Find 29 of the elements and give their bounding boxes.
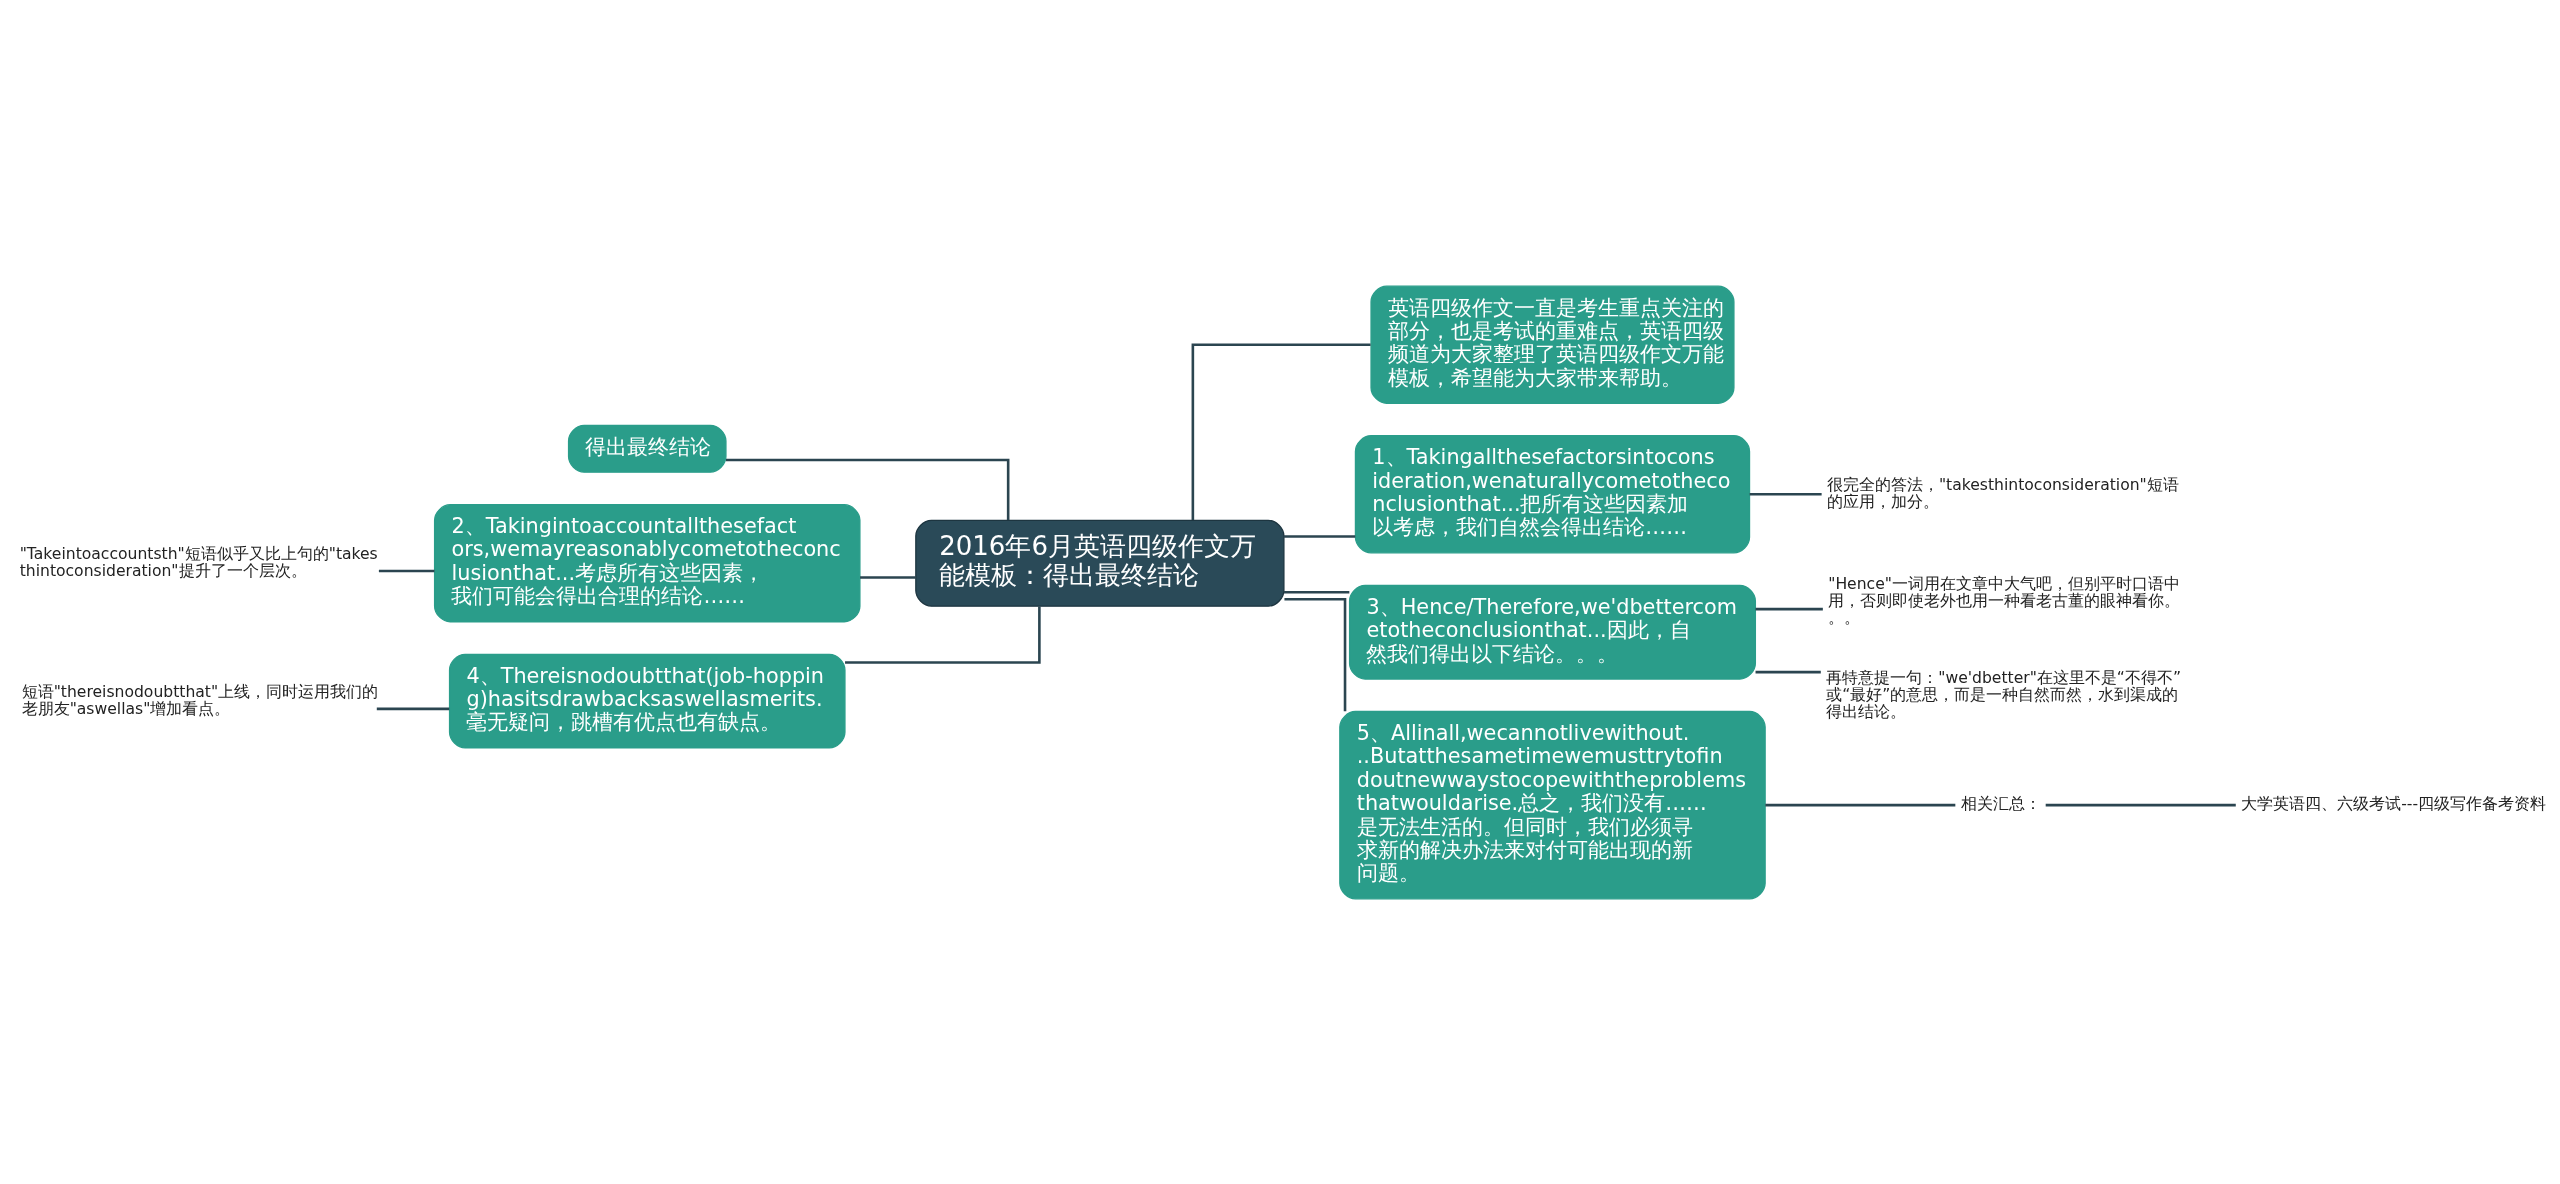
connector	[1283, 590, 1350, 594]
node-box: 英语四级作文一直是考生重点关注的部分，也是考试的重难点，英语四级频道为大家整理了英语四级作文万能模板，希望能为大家带来帮助。	[1370, 285, 1735, 404]
connector	[1755, 607, 1823, 610]
connector	[376, 707, 450, 710]
connector	[726, 458, 1010, 520]
connector	[1749, 492, 1822, 496]
node-box: 2016年6月英语四级作文万能模板：得出最终结论	[915, 519, 1285, 607]
node-box: 2、Takingintoaccountallthesefactors,wemayreasonablycometotheconclusionthat...考虑所有这些因素，我们可能会得出合理的结论……	[433, 503, 861, 622]
node-box: 4、Thereisnodoubtthat(job-hopping)hasitsdrawbacksaswellasmerits.毫无疑问，跳槽有优点也有缺点。	[448, 653, 846, 749]
node-text: 很完全的答法，"takesthintoconsideration"短语的应用，加分。	[1826, 475, 2179, 511]
connector	[2045, 803, 2236, 806]
connector	[1284, 597, 1347, 711]
node-text: 相关汇总：	[1960, 794, 2041, 813]
connector	[378, 569, 435, 572]
node-box: 1、Takingallthesefactorsintoconsideration,wenaturallycometotheconclusionthat...把所有这些因素加以考虑，我们自然会得出结论……	[1354, 434, 1751, 553]
node-text: "Takeintoaccountsth"短语似乎又比上句的"takesthintoconsideration"提升了一个层次。	[19, 544, 378, 580]
node-text: 短语"thereisnodoubtthat"上线，同时运用我们的老朋友"aswellas"增加看点。	[21, 682, 379, 718]
node-box: 3、Hence/Therefore,we'dbettercometotheconclusionthat...因此，自然我们得出以下结论。。。	[1348, 584, 1757, 680]
connector	[1191, 342, 1371, 520]
node-text: 大学英语四、六级考试---四级写作备考资料	[2241, 794, 2547, 813]
connector	[1755, 670, 1821, 673]
node-text: "Hence"一词用在文章中大气吧，但别平时口语中用，否则即使老外也用一种看老古董的眼神看你。。。	[1828, 574, 2181, 627]
connector	[1765, 803, 1956, 806]
connector	[860, 575, 916, 579]
connector	[845, 606, 1041, 664]
node-box: 得出最终结论	[567, 424, 727, 473]
node-box: 5、Allinall,wecannotlivewithout...Butatthesametimewemusttrytofindoutnewwaystocopewiththeproblemsthatwouldarise.总之，我们没有……是无法生活的。但同时，我们必须寻求新的解决办法来对付可能出现的新问题。	[1339, 710, 1766, 899]
connector	[1283, 534, 1356, 538]
node-text: 再特意提一句："we'dbetter"在这里不是“不得不”或“最好”的意思，而是一种自然而然，水到渠成的得出结论。	[1826, 668, 2182, 721]
